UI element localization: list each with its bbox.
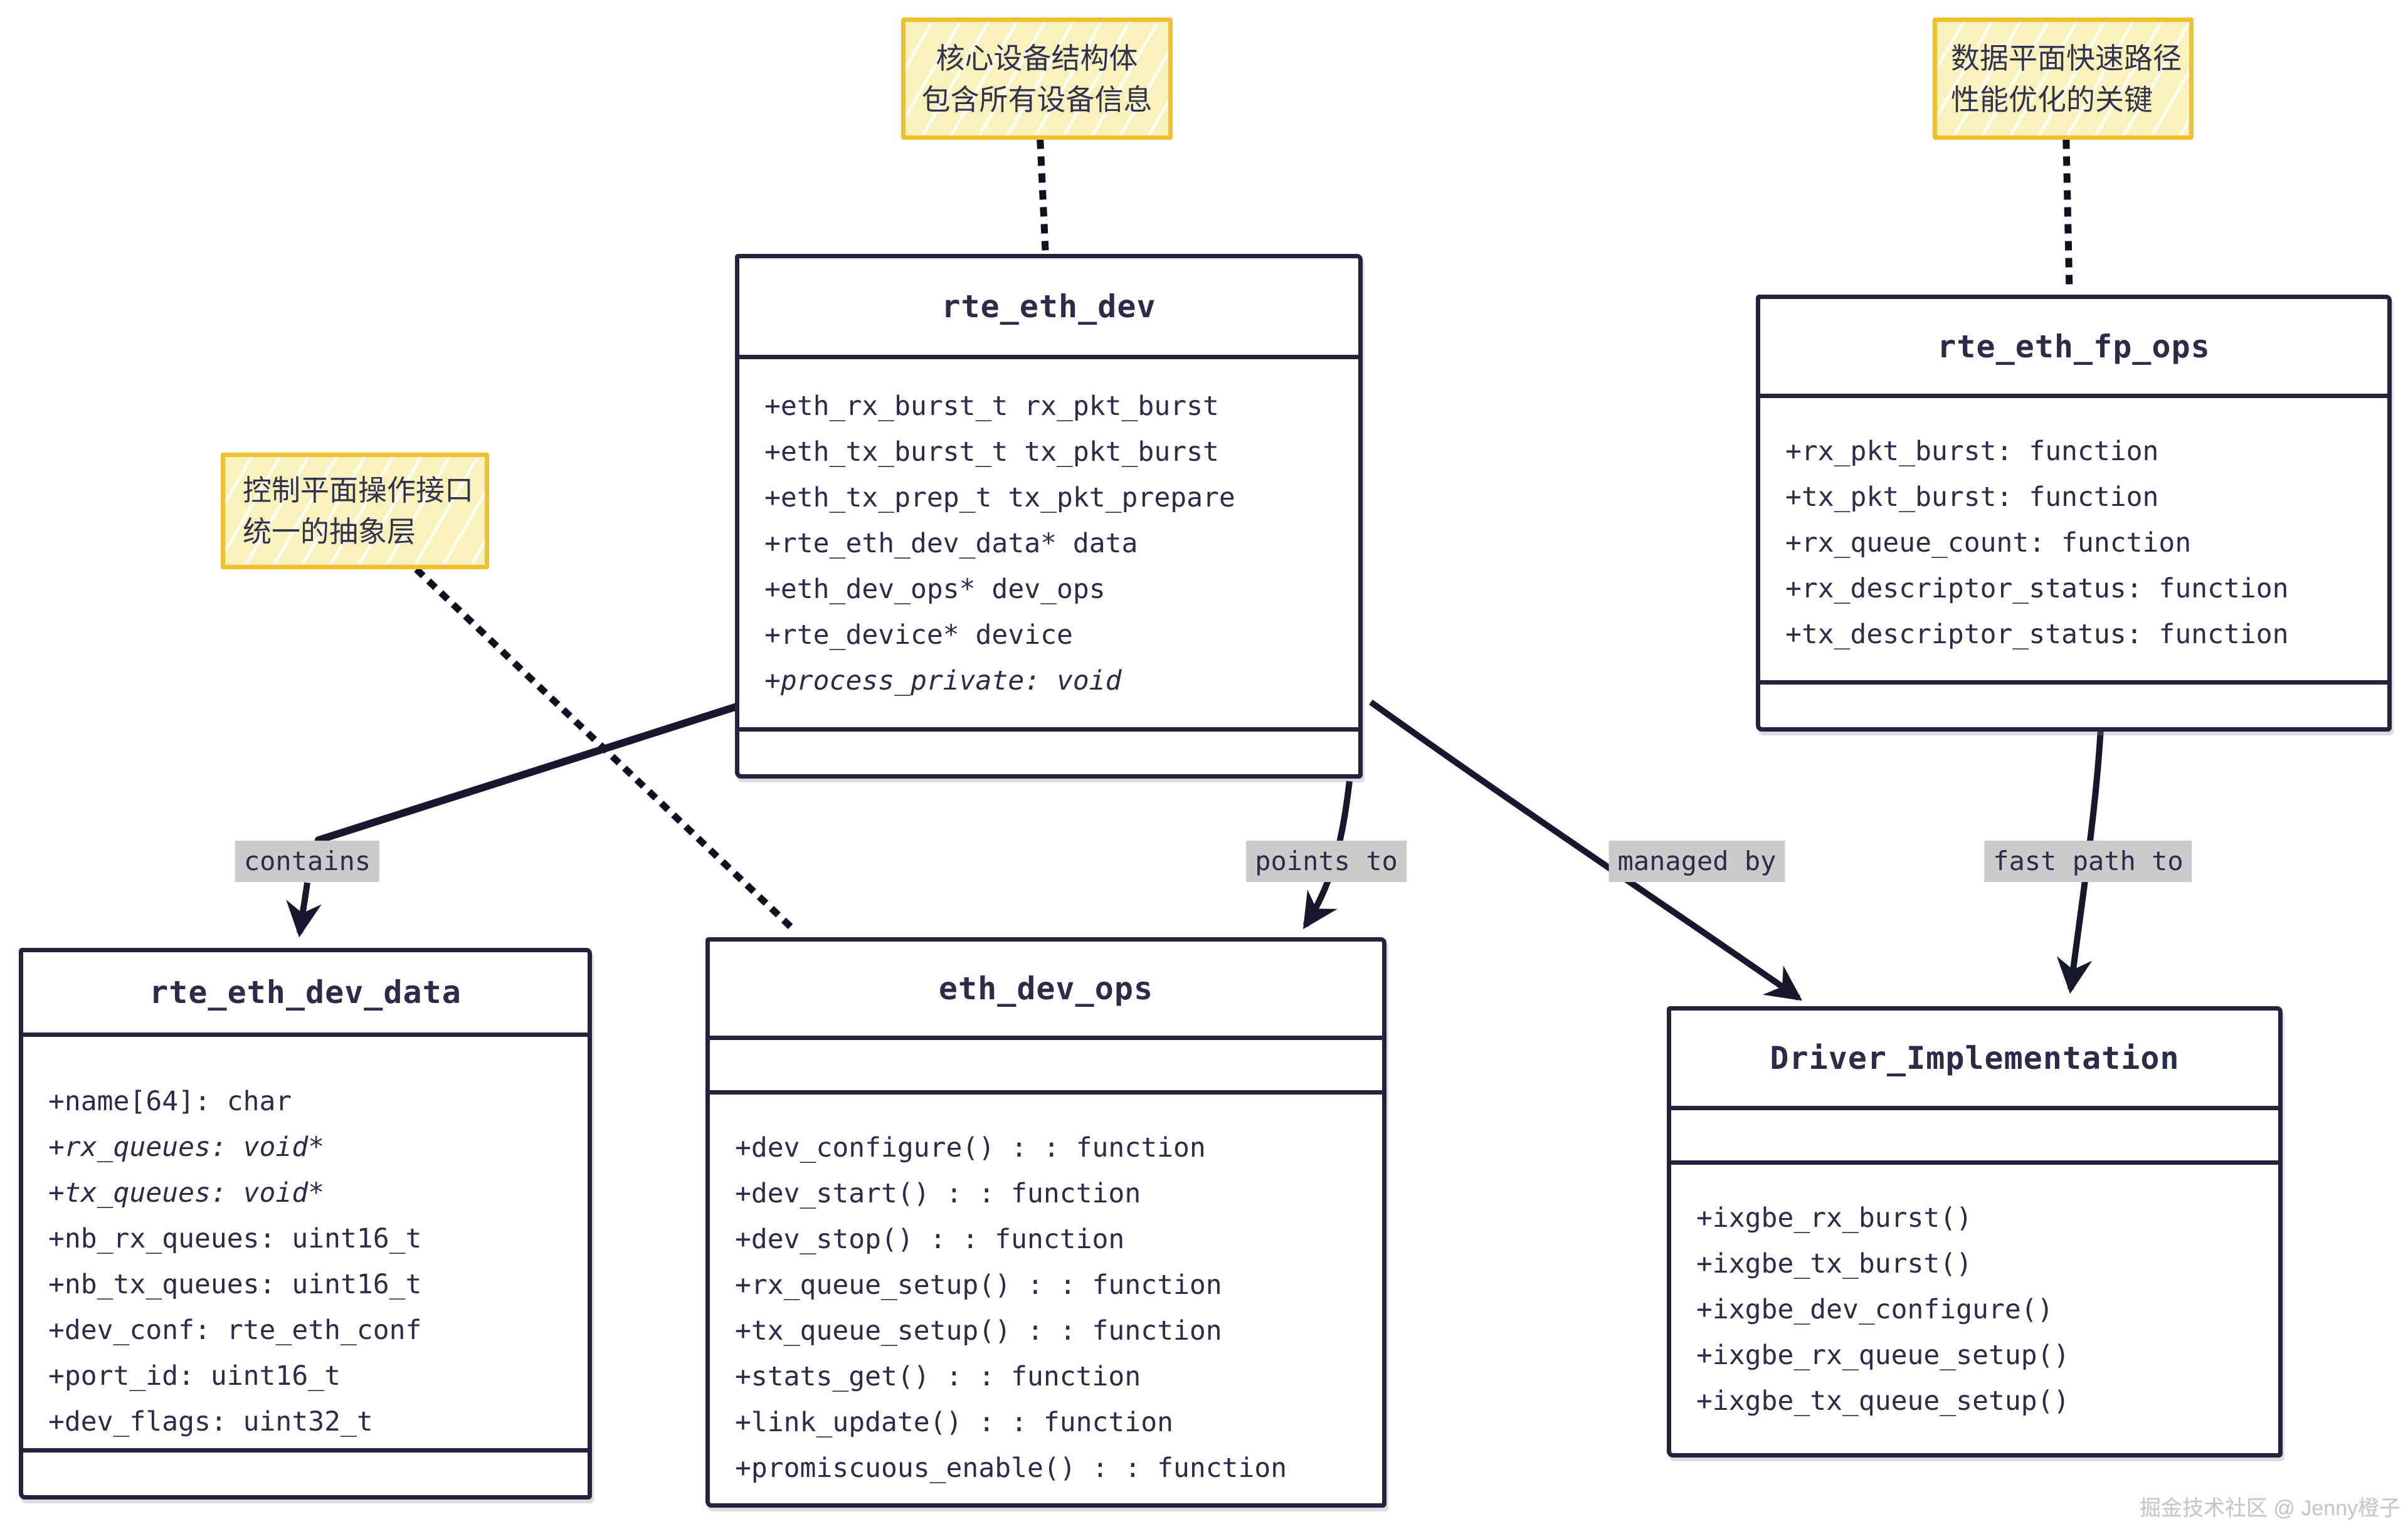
edge-contains-arrow [286, 882, 322, 938]
attributes-section: +eth_rx_burst_t rx_pkt_burst +eth_tx_burs… [739, 359, 1358, 732]
edge-label-managed-by: managed by [1608, 841, 1785, 882]
edge-contains-line [315, 702, 742, 844]
class-box-driver-implementation: Driver_Implementation +ixgbe_rx_burst()+… [1667, 1006, 2283, 1458]
method-row: +tx_queue_setup() : : function [735, 1315, 1222, 1347]
method-row: +dev_configure() : : function [735, 1132, 1206, 1164]
note-line: 统一的抽象层 [243, 515, 416, 548]
method-row: +promiscuous_enable() : : function [735, 1452, 1287, 1484]
methods-empty-section [739, 732, 1358, 774]
method-row: +stats_get() : : function [735, 1360, 1141, 1392]
attribute-row: +rte_device* device [764, 619, 1073, 651]
methods-section: +ixgbe_rx_burst() +ixgbe_tx_burst() +ixgbe… [1671, 1165, 2278, 1453]
attribute-row: +eth_tx_burst_t tx_pkt_burst [764, 436, 1219, 468]
method-row: +dev_start() : : function [735, 1177, 1141, 1209]
edge-note-top-dotted [1037, 139, 1049, 254]
class-title: rte_eth_fp_ops [1760, 299, 2387, 398]
edge-label-contains: contains [235, 841, 380, 882]
edge-note-right-dotted [2062, 139, 2073, 294]
attributes-empty-section [710, 1040, 1382, 1095]
attribute-row: +eth_dev_ops* dev_ops [764, 573, 1106, 605]
edge-label-points-to: points to [1246, 841, 1407, 882]
attributes-section: +rx_pkt_burst: function +tx_pkt_burst: fu… [1760, 398, 2387, 685]
note-line: 包含所有设备信息 [921, 83, 1153, 116]
note-control-plane: 控制平面操作接口 统一的抽象层 [221, 453, 489, 569]
attributes-empty-section [1671, 1110, 2278, 1165]
class-box-eth-dev-ops: eth_dev_ops +dev_configure() : : functio… [705, 937, 1386, 1508]
method-row: +ixgbe_rx_queue_setup() [1696, 1339, 2070, 1371]
attribute-row: +name[64]: char [48, 1085, 292, 1117]
attribute-row: +dev_conf: rte_eth_conf [48, 1314, 422, 1346]
attribute-row: +rx_descriptor_status: function [1785, 572, 2289, 604]
attribute-row: +rx_pkt_burst: function [1785, 435, 2159, 467]
method-row: +rx_queue_setup() : : function [735, 1269, 1222, 1301]
methods-section: +dev_configure() : : function +dev_start(… [710, 1095, 1382, 1503]
attribute-row: +process_private: void [764, 665, 1122, 696]
method-row: +ixgbe_rx_burst() [1696, 1202, 1973, 1234]
method-row: +ixgbe_tx_queue_setup() [1696, 1385, 2070, 1417]
attribute-row: +eth_rx_burst_t rx_pkt_burst [764, 390, 1219, 422]
attribute-row: +tx_pkt_burst: function [1785, 481, 2159, 513]
attribute-row: +tx_descriptor_status: function [1785, 618, 2289, 650]
note-line: 控制平面操作接口 [243, 474, 473, 507]
class-title: Driver_Implementation [1671, 1011, 2278, 1110]
methods-empty-section [23, 1453, 588, 1495]
attribute-row: +eth_tx_prep_t tx_pkt_prepare [764, 481, 1235, 513]
class-title: eth_dev_ops [710, 942, 1382, 1040]
note-line: 性能优化的关键 [1951, 83, 2153, 116]
attribute-row: +rx_queue_count: function [1785, 527, 2192, 559]
note-line: 数据平面快速路径 [1951, 41, 2182, 75]
attribute-row: +rx_queues: void* [48, 1131, 325, 1163]
class-title: rte_eth_dev_data [23, 952, 588, 1037]
methods-empty-section [1760, 685, 2387, 727]
method-row: +link_update() : : function [735, 1406, 1173, 1438]
attribute-row: +tx_queues: void* [48, 1177, 325, 1209]
watermark: 掘金技术社区 @ Jenny橙子 [2139, 1496, 2400, 1520]
attribute-row: +rte_eth_dev_data* data [764, 527, 1138, 559]
attribute-row: +nb_rx_queues: uint16_t [48, 1222, 422, 1254]
attributes-section: +name[64]: char +rx_queues: void* +tx_queu… [23, 1037, 588, 1453]
attribute-row: +port_id: uint16_t [48, 1360, 341, 1392]
note-data-plane-fast-path: 数据平面快速路径 性能优化的关键 [1933, 18, 2194, 140]
note-core-device-struct: 核心设备结构体 包含所有设备信息 [901, 18, 1173, 140]
class-box-rte-eth-dev-data: rte_eth_dev_data +name[64]: char +rx_queu… [19, 948, 592, 1500]
class-box-rte-eth-fp-ops: rte_eth_fp_ops +rx_pkt_burst: function +t… [1756, 295, 2392, 732]
attribute-row: +nb_tx_queues: uint16_t [48, 1268, 422, 1300]
method-row: +dev_stop() : : function [735, 1223, 1125, 1255]
note-line: 核心设备结构体 [936, 41, 1138, 75]
method-row: +ixgbe_tx_burst() [1696, 1248, 1973, 1279]
class-title: rte_eth_dev [739, 258, 1358, 359]
method-row: +ixgbe_dev_configure() [1696, 1293, 2054, 1325]
attribute-row: +dev_flags: uint32_t [48, 1405, 373, 1437]
class-box-rte-eth-dev: rte_eth_dev +eth_rx_burst_t rx_pkt_burst… [735, 254, 1363, 779]
edge-label-fast-path-to: fast path to [1984, 841, 2192, 882]
